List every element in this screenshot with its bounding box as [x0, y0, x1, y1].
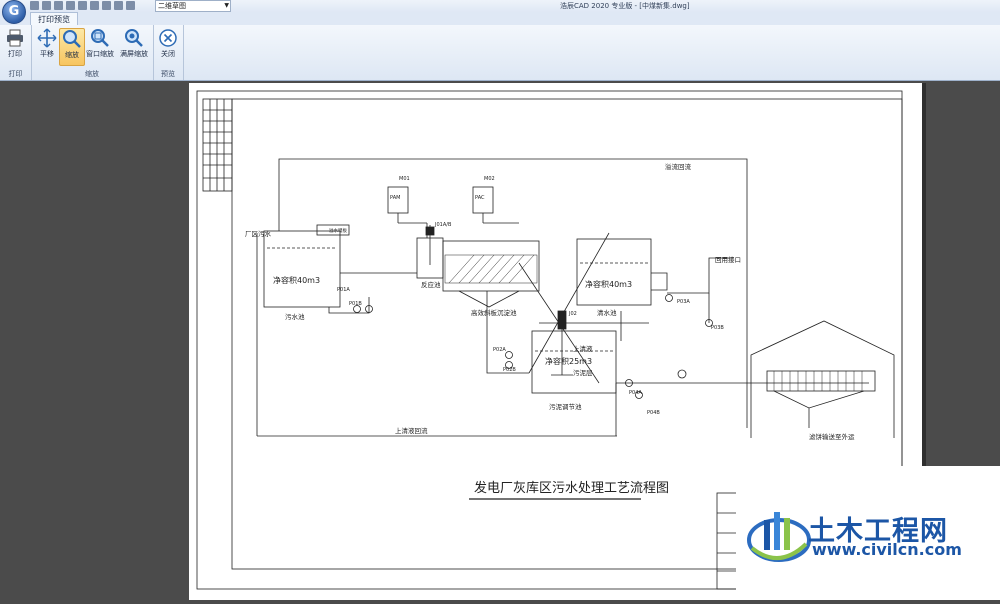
extents-zoom-icon [125, 29, 143, 47]
tab-strip [0, 12, 1000, 25]
clear-pool [576, 238, 652, 306]
paper-shadow [922, 83, 926, 600]
label-pac: PAC [475, 195, 485, 201]
label-p04b: P04B [647, 410, 660, 416]
window-zoom-button[interactable]: 窗口缩放 [85, 28, 115, 64]
window-zoom-icon [91, 29, 109, 47]
label-pam: PAM [390, 195, 400, 201]
label-m02: M02 [484, 176, 495, 182]
watermark-panel [736, 466, 1000, 600]
label-p01b: P01B [349, 301, 362, 307]
filter-press-building [750, 320, 895, 438]
inclined-tube-settler [442, 240, 540, 292]
label-factory-sewage: 厂区污水 [245, 229, 272, 238]
label-p03b: P03B [711, 325, 724, 331]
undo-icon[interactable] [90, 1, 99, 10]
pan-button-label: 平移 [40, 50, 54, 58]
close-button-label: 关闭 [161, 50, 175, 58]
close-circle-icon [159, 29, 177, 47]
group-label-zoom: 缩放 [85, 70, 99, 78]
refresh-icon[interactable] [126, 1, 135, 10]
label-m01: M01 [399, 176, 410, 182]
label-sewage-pool: 污水池 [285, 312, 305, 321]
overflow-line [278, 158, 748, 428]
watermark-text: 土木工程网 [808, 516, 948, 547]
watermark-url: www.civilcn.com [812, 540, 962, 559]
label-inclined-tube: 高效斜板沉淀池 [471, 308, 517, 317]
label-p01a: P01A [337, 287, 350, 293]
watermark-logo-icon [747, 512, 811, 562]
inner-frame [231, 98, 903, 570]
label-p02a: P02A [493, 347, 506, 353]
fullscreen-zoom-button[interactable]: 满屏缩放 [118, 28, 150, 64]
fullscreen-zoom-button-label: 满屏缩放 [120, 50, 148, 58]
match-prop-icon[interactable] [114, 1, 123, 10]
sewage-pool [263, 230, 341, 308]
label-p02b: P02B [503, 367, 516, 373]
label-j01: J01A/B [434, 222, 452, 228]
label-dewater: 滤饼输送至外运 [809, 432, 855, 441]
save-as-icon[interactable] [66, 1, 75, 10]
zoom-button[interactable]: 缩放 [59, 28, 85, 66]
window-zoom-button-label: 窗口缩放 [86, 50, 114, 58]
ribbon-group-zoom: 平移 缩放 窗口缩放 满屏缩放 缩放 [31, 25, 154, 80]
chevron-down-icon: ▼ [224, 2, 229, 9]
print-icon[interactable] [78, 1, 87, 10]
label-overflow: 溢流回流 [665, 162, 692, 171]
save-icon[interactable] [54, 1, 63, 10]
revision-grid [202, 98, 233, 192]
print-button-label: 打印 [8, 50, 22, 58]
window-title: 浩辰CAD 2020 专业版 - [中煤新集.dwg] [560, 2, 690, 10]
open-file-icon[interactable] [42, 1, 51, 10]
group-label-preview: 预览 [161, 70, 175, 78]
label-reflux-line: 上清液回流 [395, 426, 428, 435]
new-file-icon[interactable] [30, 1, 39, 10]
label-reaction-pool: 反应池 [421, 280, 441, 289]
drawing-title: 发电厂灰库区污水处理工艺流程图 [474, 480, 669, 496]
label-clear-pool: 清水池 [597, 308, 617, 317]
label-p04a: P04A [629, 390, 642, 396]
magnifier-icon [63, 30, 81, 48]
sludge-pool [531, 330, 617, 394]
zoom-button-label: 缩放 [65, 51, 79, 59]
quick-access-toolbar [30, 1, 135, 11]
label-sludge-layer: 污泥层 [573, 369, 593, 377]
label-clear-tank-volume: 净容积40m3 [585, 279, 632, 289]
settler-hatch [444, 254, 538, 284]
close-button[interactable]: 关闭 [155, 28, 181, 64]
workspace-select-value: 二维草图 [158, 2, 186, 10]
label-supernatant: 上清液 [573, 344, 593, 353]
tab-print-preview[interactable]: 打印预览 [30, 12, 78, 26]
label-reuse-interface: 回用接口 [715, 255, 741, 264]
print-button[interactable]: 打印 [2, 28, 28, 64]
label-sludge-tank-volume: 净容积25m3 [545, 356, 592, 366]
app-menu-button[interactable]: G [2, 0, 26, 24]
label-sewage-tank-volume: 净容积40m3 [273, 275, 320, 285]
workspace-select[interactable]: 二维草图 ▼ [155, 0, 231, 12]
label-p03a: P03A [677, 299, 690, 305]
label-overflow-weir: 溢水堰板 [329, 227, 347, 234]
ribbon-group-print: 打印 打印 [0, 25, 32, 80]
label-j02: J02 [568, 311, 577, 317]
label-sludge-pool: 污泥调节池 [549, 402, 582, 411]
filter-press [766, 370, 876, 392]
redo-icon[interactable] [102, 1, 111, 10]
ribbon-group-preview: 关闭 预览 [153, 25, 184, 80]
printer-icon [7, 29, 23, 47]
pan-arrows-icon [37, 28, 57, 48]
group-label-print: 打印 [8, 70, 23, 78]
pan-button[interactable]: 平移 [34, 28, 60, 64]
